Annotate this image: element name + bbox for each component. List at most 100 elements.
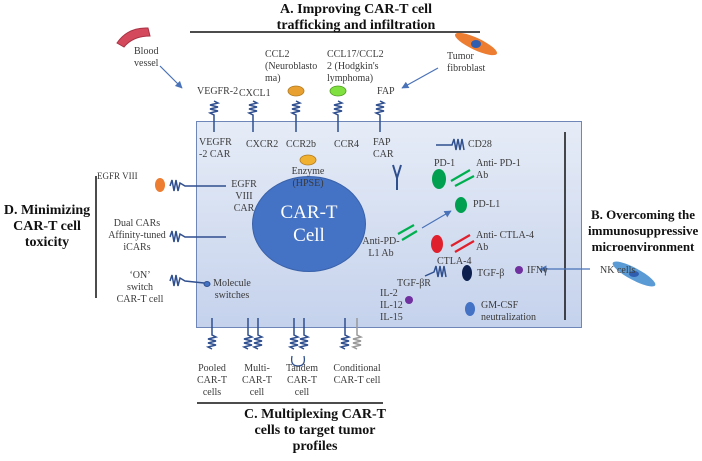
egfr-viii-antigen-icon bbox=[155, 178, 165, 192]
enzyme-line2: (HPSE) bbox=[292, 178, 324, 189]
blood-vessel-arrow bbox=[159, 65, 183, 89]
multi-receptor-a-icon bbox=[241, 318, 255, 350]
multi-receptor-b-icon bbox=[251, 318, 265, 350]
blood-vessel-icon bbox=[116, 27, 151, 48]
ccl2-ligand-icon bbox=[287, 85, 305, 97]
tandem-loop-icon bbox=[290, 355, 306, 367]
dual-cars-line3: iCARs bbox=[123, 242, 151, 253]
ctla4-label: CTLA-4 bbox=[437, 256, 472, 267]
anti-pd1-antibody-icon bbox=[450, 169, 475, 187]
vegfr2-car-label: VEGFR-2 CAR bbox=[199, 137, 232, 161]
multi-line1: Multi- bbox=[244, 363, 270, 374]
on-switch-line3: CAR-T cell bbox=[116, 294, 164, 305]
section-b-line1: B. Overcoming the bbox=[590, 207, 696, 222]
section-c-line2: cells to target tumor bbox=[254, 423, 376, 438]
anti-pdl1-antibody-icon bbox=[397, 224, 418, 241]
ccl17-line2: 2 (Hodgkin's bbox=[327, 61, 379, 72]
molecule-switch-icon bbox=[203, 281, 211, 287]
ccr4-label: CCR4 bbox=[334, 139, 360, 150]
vegfr2-car-line1: VEGFR bbox=[199, 137, 232, 148]
cell-label-line2: Cell bbox=[293, 225, 325, 246]
anti-pd1-line2: Ab bbox=[476, 170, 489, 181]
ccl2-line1: CCL2 bbox=[265, 49, 290, 60]
pd1-label: PD-1 bbox=[434, 158, 456, 169]
tgfb-icon bbox=[462, 265, 472, 281]
on-switch-line1: ‘ON’ bbox=[129, 270, 151, 281]
ccr4-receptor-icon bbox=[331, 100, 345, 132]
cell-label-line1: CAR-T bbox=[280, 202, 338, 223]
ccl17-ligand-icon bbox=[329, 85, 347, 97]
fap-car-receptor-icon bbox=[373, 100, 387, 132]
ccl17-line3: lymphoma) bbox=[327, 73, 374, 84]
anti-pd1-line1: Anti- PD-1 bbox=[476, 158, 521, 169]
fibroblast-line2: fibroblast bbox=[447, 63, 486, 74]
multi-line3: cell bbox=[249, 387, 265, 398]
pooled-line3: cells bbox=[202, 387, 222, 398]
section-a-line1: A. Improving CAR-T cell bbox=[280, 2, 432, 17]
ctla4-icon bbox=[431, 235, 443, 253]
nk-cell-icon bbox=[612, 261, 656, 287]
blood-vessel-line2: vessel bbox=[134, 58, 159, 69]
fibroblast-line1: Tumor bbox=[447, 51, 474, 62]
section-d-line1: D. Minimizing bbox=[3, 203, 91, 218]
section-d-line2: CAR-T cell bbox=[13, 219, 81, 234]
ccl2-line2: (Neuroblasto bbox=[265, 61, 318, 72]
ifng-label: IFNγ bbox=[527, 265, 548, 276]
pooled-receptor-icon bbox=[205, 318, 219, 350]
il12-label: IL-12 bbox=[380, 300, 403, 311]
anti-pdl1-line1: Anti-PD- bbox=[362, 236, 400, 247]
tgfb-label: TGF-β bbox=[477, 268, 505, 279]
anti-pdl1-line2: L1 Ab bbox=[368, 248, 394, 259]
tandem-receptor-a-icon bbox=[287, 318, 301, 350]
ccl17-line1: CCL17/CCL2 bbox=[327, 49, 384, 60]
section-a-title: A. Improving CAR-T cell trafficking and … bbox=[238, 2, 474, 34]
anti-ctla4-line2: Ab bbox=[476, 242, 489, 253]
section-b-line3: microenvironment bbox=[591, 239, 695, 254]
multi-line2: CAR-T bbox=[242, 375, 272, 386]
dual-car-receptor-icon bbox=[169, 230, 226, 243]
enzyme-label: Enzyme(HPSE) bbox=[285, 166, 331, 190]
gmcsf-line2: neutralization bbox=[481, 312, 536, 323]
conditional-receptor-a-icon bbox=[338, 318, 352, 350]
molecule-switches-line1: Molecule bbox=[213, 278, 251, 289]
cd28-label: CD28 bbox=[468, 139, 492, 150]
cxcl1-label: CXCL1 bbox=[239, 88, 271, 99]
anti-ctla4-antibody-icon bbox=[450, 234, 475, 253]
molecule-switches-line2: switches bbox=[214, 290, 250, 301]
section-b-title: B. Overcoming the immunosuppressive micr… bbox=[588, 207, 698, 255]
egfr-viii-label: EGFR VIII bbox=[97, 171, 138, 181]
egfr-car-line2: VIII bbox=[235, 191, 253, 202]
il2-label: IL-2 bbox=[380, 288, 398, 299]
vegfr2-ligand-label: VEGFR-2 bbox=[197, 86, 239, 97]
vegfr2-car-receptor-icon bbox=[207, 100, 221, 132]
egfr-car-line1: EGFR bbox=[231, 179, 257, 190]
pdl1-icon bbox=[455, 197, 467, 213]
pdl1-arrow bbox=[421, 210, 452, 229]
egfr-car-line3: CAR bbox=[233, 203, 255, 214]
section-c-line3: profiles bbox=[292, 439, 338, 454]
pooled-line2: CAR-T bbox=[197, 375, 227, 386]
dual-cars-line1: Dual CARs bbox=[113, 218, 161, 229]
il15-label: IL-15 bbox=[380, 312, 403, 323]
conditional-receptor-b-icon bbox=[350, 318, 364, 350]
fibroblast-arrow bbox=[401, 67, 439, 89]
ifng-icon bbox=[515, 266, 523, 274]
tgfbr-receptor-icon bbox=[424, 265, 447, 278]
fap-car-line2: CAR bbox=[373, 149, 394, 160]
fap-car-line1: FAP bbox=[373, 137, 391, 148]
tgfbr-label: TGF-βR bbox=[397, 278, 431, 289]
nk-cells-label: NK cells bbox=[600, 265, 636, 276]
on-switch-line2: switch bbox=[126, 282, 154, 293]
